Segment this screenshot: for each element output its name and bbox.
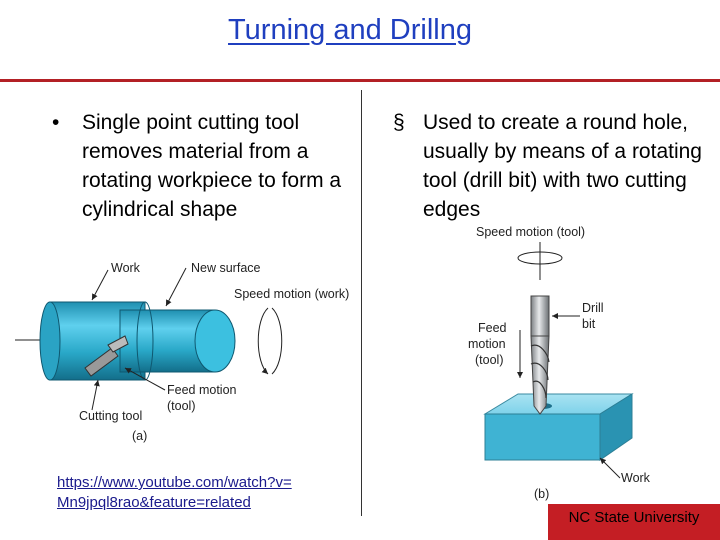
slide-title: Turning and Drillng [228,14,472,46]
label-feed-motion: Feed motion [167,383,237,397]
drill-bit [530,295,550,415]
drilling-diagram: Speed motion (tool) Drill bit Feed motio… [468,225,651,501]
label-work: Work [111,261,141,275]
left-bullet-text: Single point cutting tool removes materi… [82,111,342,221]
bullet-dot: • [52,111,60,134]
label-new-surface: New surface [191,261,261,275]
caption-b: (b) [534,487,549,501]
caption-a: (a) [132,429,147,443]
label-motion: motion [468,337,506,351]
cutting-tool [84,335,129,377]
label-cutting-tool: Cutting tool [79,409,142,423]
right-bullet-text: Used to create a round hole, usually by … [423,111,702,221]
right-bullet-block: § Used to create a round hole, usually b… [393,108,703,224]
label-bit: bit [582,317,596,331]
youtube-link-line1[interactable]: https://www.youtube.com/watch?v= [57,474,292,491]
column-divider [361,90,362,516]
turning-diagram: Work New surface Speed motion (work) Fee… [15,261,349,443]
left-bullet-block: • Single point cutting tool removes mate… [52,108,352,224]
label-speed-motion-work: Speed motion (work) [234,287,349,301]
footer-badge: NC State University [548,504,720,540]
rotation-arrow [257,307,269,375]
label-feed-tool: (tool) [167,399,195,413]
label-feed: Feed [478,321,507,335]
label-drill: Drill [582,301,604,315]
label-tool: (tool) [475,353,503,367]
bullet-section-mark: § [393,111,405,134]
work-block [483,393,634,461]
youtube-link-line2[interactable]: Mn9jpql8rao&feature=related [57,494,251,511]
label-speed-motion-tool: Speed motion (tool) [476,225,585,239]
youtube-link[interactable]: https://www.youtube.com/watch?v= Mn9jpql… [57,473,292,513]
title-rule [0,79,720,82]
label-work-drill: Work [621,471,651,485]
